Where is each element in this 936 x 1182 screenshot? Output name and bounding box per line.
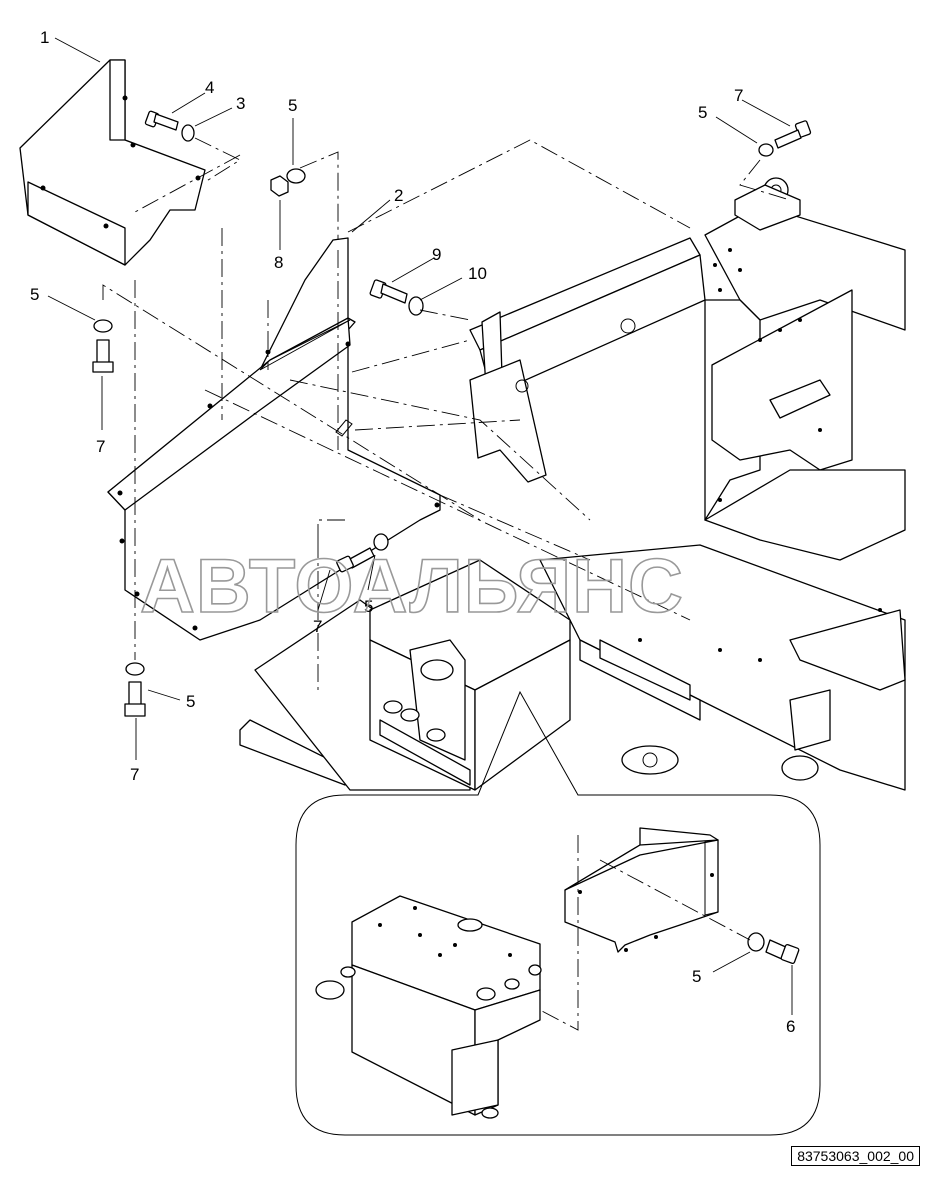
bolt-4 [144, 110, 179, 131]
frame-holes [638, 248, 882, 662]
part-1-shield [19, 59, 206, 266]
callout-5-bottom: 5 [186, 692, 195, 711]
bolt-7-middle [336, 547, 375, 573]
callout-7-top-right: 7 [734, 86, 743, 105]
washer-10 [408, 296, 424, 316]
fasteners [92, 110, 812, 717]
bolt-9 [369, 279, 408, 304]
washer-5-top-right [758, 143, 774, 157]
watermark: АВТОАЛЬЯНС [140, 544, 684, 629]
callout-9: 9 [432, 245, 441, 264]
washer-5-bottom [125, 662, 145, 676]
callout-7-middle: 7 [313, 617, 322, 636]
washer-5-middle [373, 533, 389, 551]
callout-1: 1 [40, 28, 49, 47]
figure-id-label: 83753063_002_00 [791, 1146, 920, 1166]
callout-5-inset: 5 [692, 967, 701, 986]
inset-bolt [765, 939, 800, 964]
assembly-lines [102, 137, 791, 690]
callout-labels: 1 2 3 4 5 5 5 5 5 5 6 7 7 7 7 8 9 10 [30, 28, 795, 1036]
callout-3: 3 [236, 94, 245, 113]
part-2-guard [107, 237, 441, 641]
detail-inset [295, 690, 821, 1136]
inset-tank [315, 895, 542, 1119]
callout-8: 8 [274, 253, 283, 272]
leader-lines [47, 37, 793, 1015]
callout-4: 4 [205, 78, 214, 97]
washer-3 [181, 124, 195, 142]
washer-5-left [93, 319, 113, 333]
fuel-tank-main [239, 559, 571, 791]
nut-8 [270, 175, 289, 197]
callout-5-middle: 5 [364, 597, 373, 616]
bolt-7-top-right [774, 120, 812, 149]
machine-frame [469, 177, 906, 791]
inset-washer [747, 932, 765, 952]
inset-shield [564, 827, 719, 953]
callout-6: 6 [786, 1017, 795, 1036]
bolt-7-bottom [124, 681, 146, 717]
washer-5-top [286, 168, 306, 184]
callout-10: 10 [468, 264, 487, 283]
callout-2: 2 [394, 186, 403, 205]
callout-5-top: 5 [288, 96, 297, 115]
callout-7-bottom: 7 [130, 765, 139, 784]
callout-5-top-right: 5 [698, 103, 707, 122]
bolt-7-left [92, 339, 114, 373]
callout-5-left: 5 [30, 285, 39, 304]
callout-7-left: 7 [96, 437, 105, 456]
